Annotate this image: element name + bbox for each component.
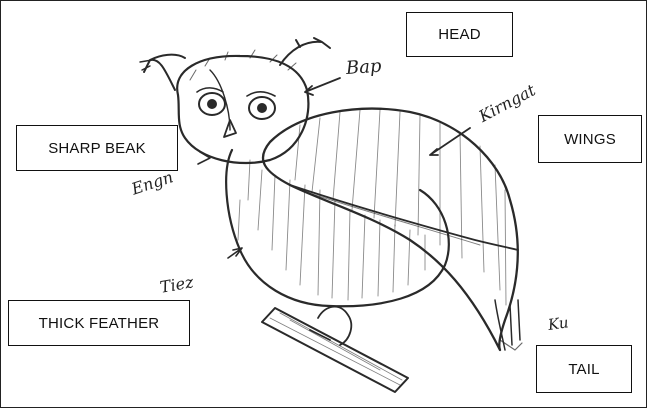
label-sharp-beak: SHARP BEAK (16, 125, 178, 171)
handwritten-head-note: Bap (345, 56, 382, 79)
label-thick-feather: THICK FEATHER (8, 300, 190, 346)
label-tail: TAIL (536, 345, 632, 393)
label-head: HEAD (406, 12, 513, 57)
owl-talons (310, 307, 351, 345)
owl-wing (263, 109, 518, 350)
branch (262, 308, 408, 392)
label-wings: WINGS (538, 115, 642, 163)
handwritten-tail-note: Ku (547, 313, 570, 334)
owl-body (226, 150, 449, 306)
